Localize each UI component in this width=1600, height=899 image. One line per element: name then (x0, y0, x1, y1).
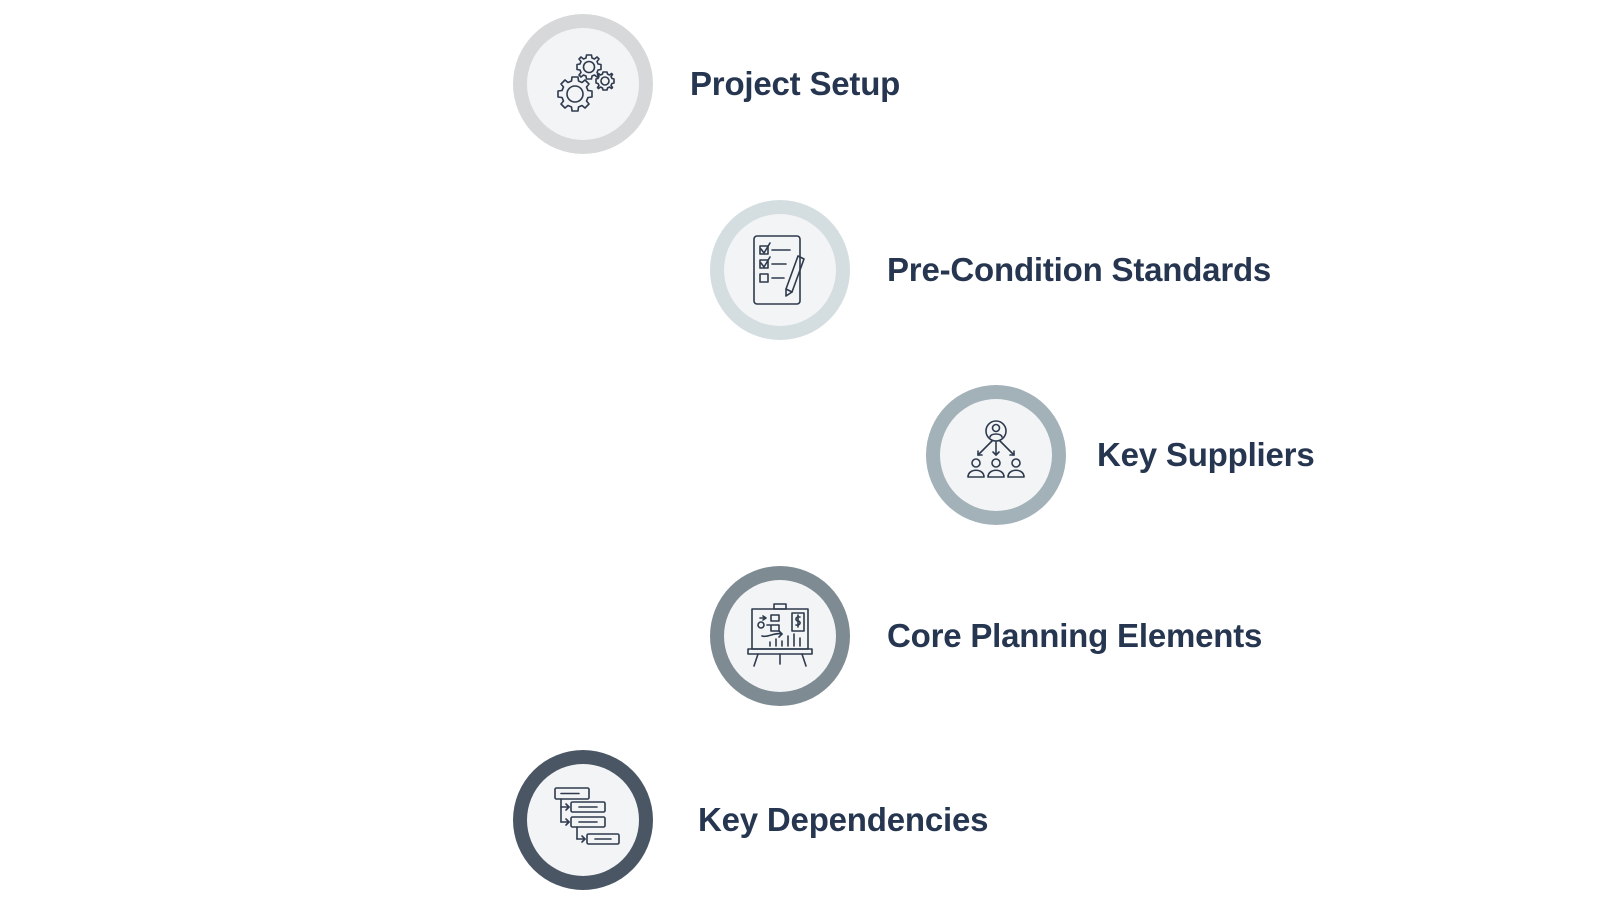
step-project-setup: Project Setup (513, 14, 900, 154)
step-pre-condition-standards: Pre-Condition Standards (710, 200, 1271, 340)
gears-icon (557, 54, 615, 112)
step-label: Pre-Condition Standards (887, 251, 1272, 288)
step-key-dependencies: Key Dependencies (513, 750, 988, 890)
step-ring (710, 200, 850, 340)
step-ring (513, 14, 653, 154)
checklist-icon (753, 235, 805, 305)
step-ring (513, 750, 653, 890)
step-icon-circle (527, 28, 639, 140)
step-ring (710, 566, 850, 706)
step-icon-circle (527, 764, 639, 876)
step-ring (926, 385, 1066, 525)
flowchart-icon (554, 787, 620, 845)
step-key-suppliers: Key Suppliers (926, 385, 1315, 525)
step-label: Key Suppliers (1097, 436, 1315, 473)
step-label: Key Dependencies (698, 801, 989, 838)
step-icon-circle (724, 214, 836, 326)
supplier-hierarchy-icon (967, 420, 1025, 478)
planning-board-icon (747, 603, 813, 667)
step-label: Project Setup (690, 65, 901, 102)
step-icon-circle (940, 399, 1052, 511)
step-core-planning-elements: Core Planning Elements (710, 566, 1262, 706)
step-icon-circle (724, 580, 836, 692)
step-label: Core Planning Elements (887, 617, 1263, 654)
